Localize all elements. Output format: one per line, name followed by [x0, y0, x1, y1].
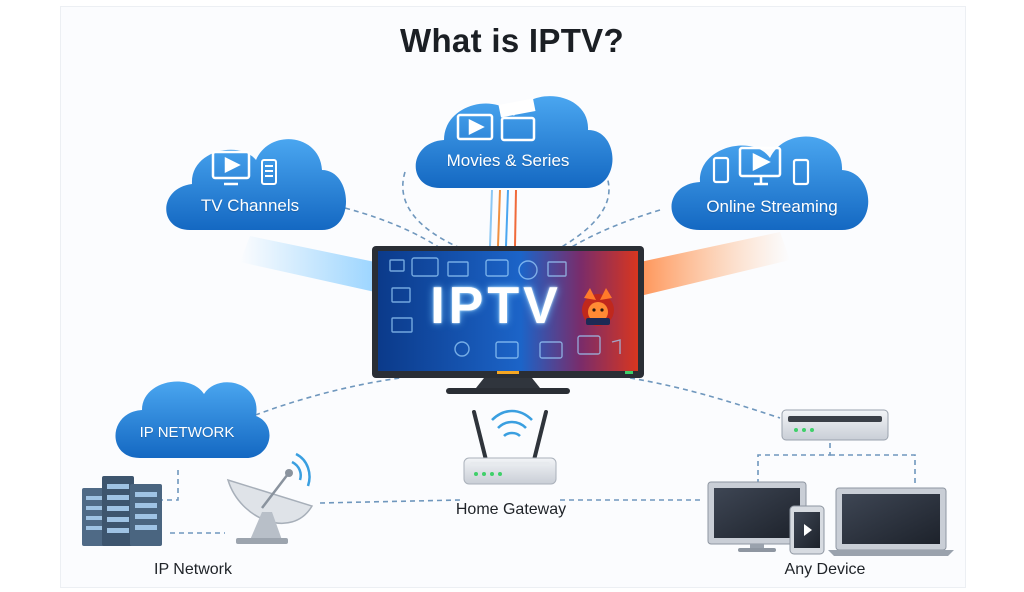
monitor-icon: [738, 146, 782, 186]
cloud-movies-series: [415, 96, 613, 188]
connection-lines: [160, 171, 916, 534]
cloud-ip-network: [115, 381, 270, 458]
set-top-box-icon: [781, 409, 889, 441]
page-title: What is IPTV?: [400, 22, 624, 59]
remote-icon: [261, 159, 277, 185]
router-icon: [463, 409, 557, 485]
screen-icon: [456, 113, 494, 141]
tv-icon: [211, 150, 251, 186]
movies-series-label: Movies & Series: [446, 151, 570, 170]
glow-beams: [240, 232, 790, 296]
stream-lines: [489, 189, 517, 247]
screen-media-icons: [389, 257, 621, 359]
home-gateway-caption: Home Gateway: [455, 501, 567, 518]
laptop-icon: [828, 487, 954, 556]
iptv-television: [372, 246, 644, 394]
any-device-caption: Any Device: [784, 561, 866, 578]
online-streaming-label: Online Streaming: [706, 197, 838, 216]
satellite-dish-icon: [226, 452, 314, 544]
cloud-online-streaming: [671, 136, 869, 230]
fox-logo-icon: [582, 288, 614, 326]
server-rack-icon: [82, 476, 162, 546]
tablet-icon: [792, 158, 810, 186]
tv-channels-label: TV Channels: [200, 196, 300, 215]
tablet-device-icon: [789, 505, 825, 555]
ip-network-cloud-label: IP NETWORK: [139, 424, 235, 441]
ip-network-caption: IP Network: [154, 561, 232, 578]
cloud-tv-channels: [166, 139, 347, 230]
clapperboard-icon: [498, 98, 536, 142]
tv-screen-text: IPTV: [430, 277, 562, 335]
desktop-monitor-icon: [707, 481, 807, 552]
phone-icon: [712, 156, 730, 184]
